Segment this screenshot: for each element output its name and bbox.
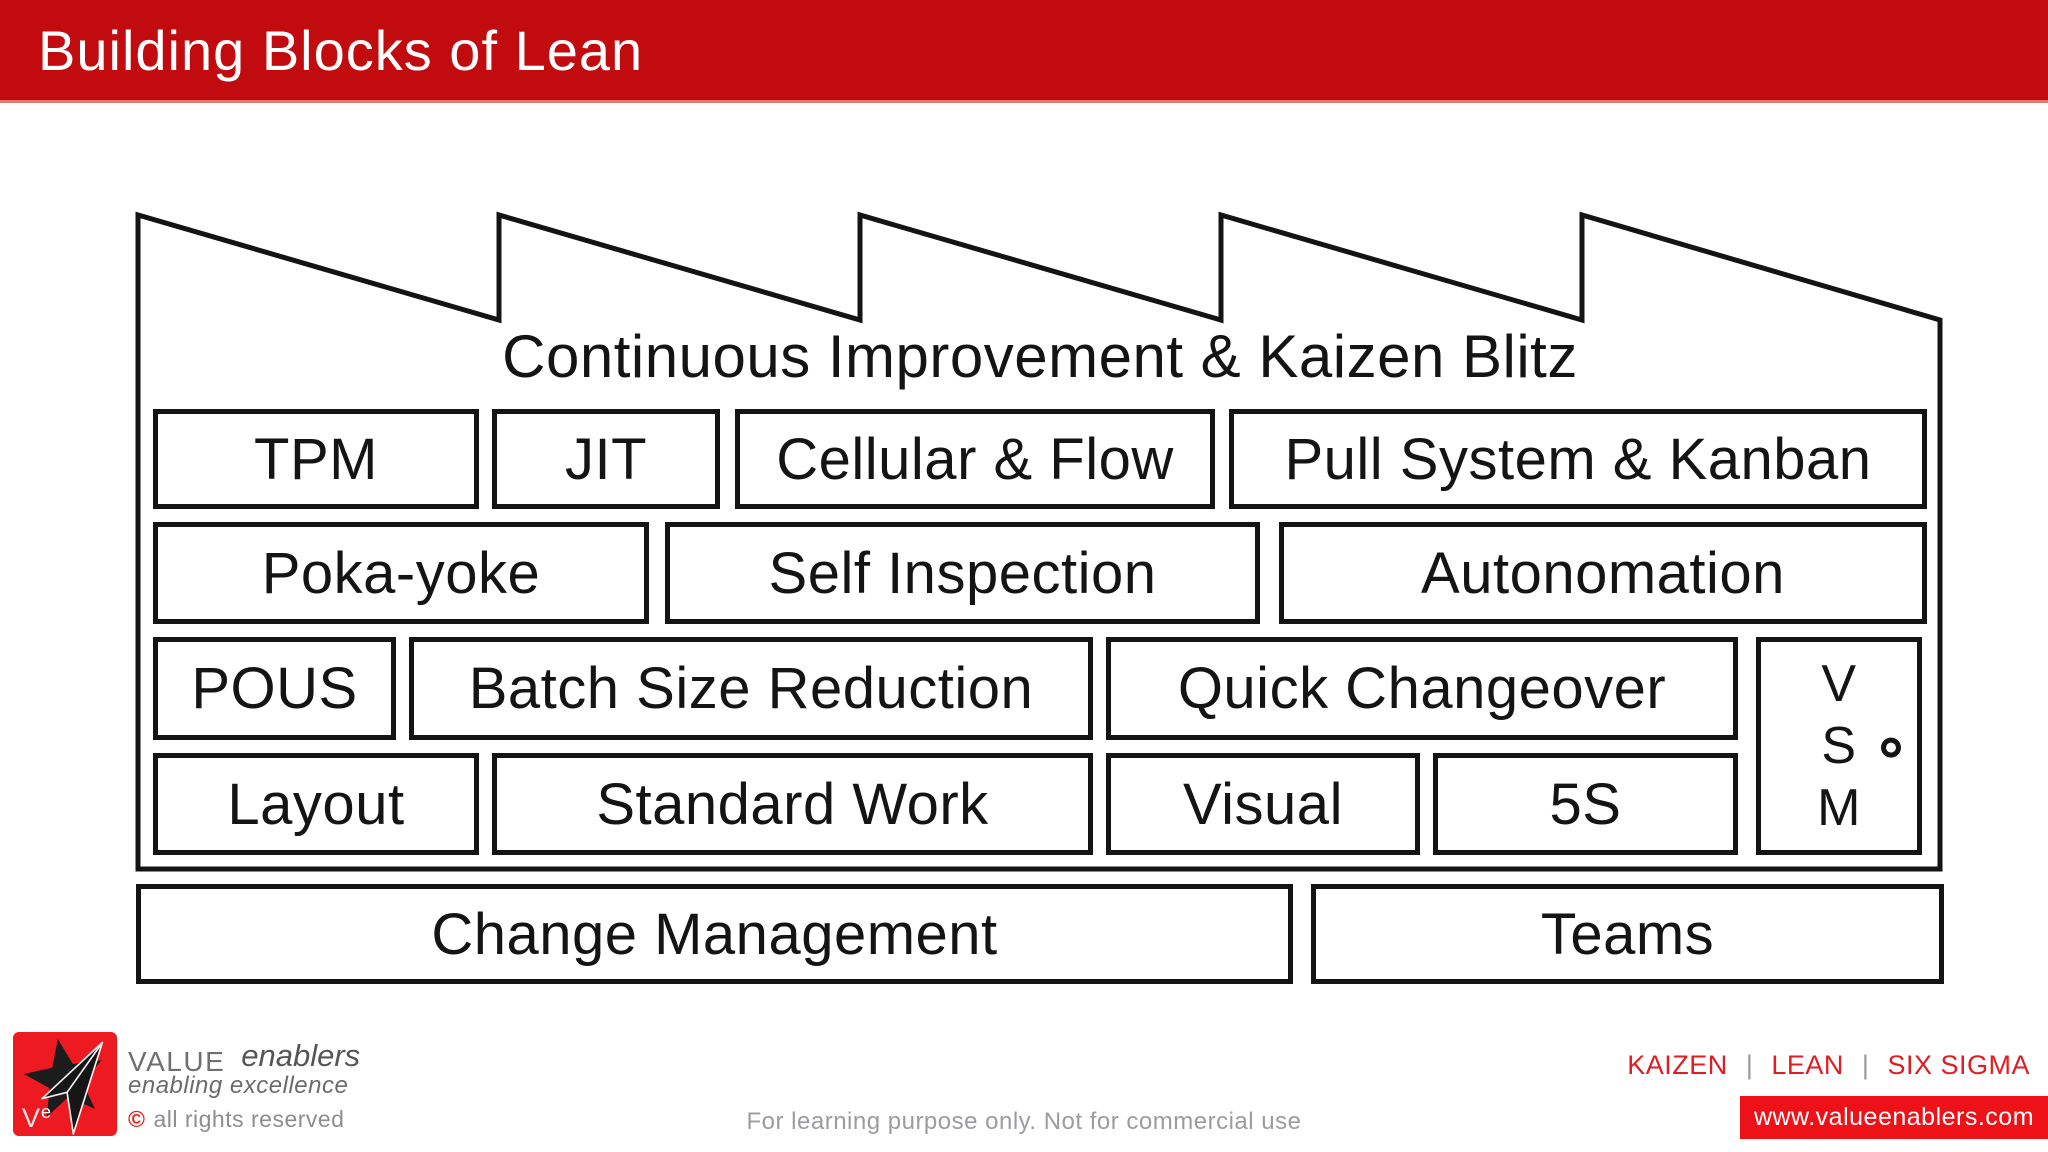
block-tpm: TPM [153, 409, 479, 509]
block-jit: JIT [492, 409, 720, 509]
service-kaizen: KAIZEN [1627, 1050, 1728, 1080]
logo-monogram: Ve [22, 1102, 52, 1134]
separator: | [1745, 1050, 1754, 1080]
brand-line: VALUE enablers [128, 1038, 360, 1078]
block-pous: POUS [153, 637, 396, 740]
degree-circle-icon [1881, 737, 1901, 758]
page-title: Building Blocks of Lean [38, 18, 644, 82]
block-cellular-flow: Cellular & Flow [735, 409, 1215, 509]
block-pull-system-kanban: Pull System & Kanban [1229, 409, 1927, 509]
block-quick-changeover: Quick Changeover [1106, 637, 1738, 740]
rights-text: all rights reserved [153, 1106, 345, 1132]
block-change-management: Change Management [136, 884, 1293, 984]
block-standard-work: Standard Work [492, 753, 1093, 855]
brand-suffix: enablers [241, 1038, 361, 1073]
value-enablers-logo: Ve [13, 1032, 117, 1136]
block-vsm: V S M [1756, 637, 1922, 855]
disclaimer-text: For learning purpose only. Not for comme… [746, 1108, 1302, 1135]
monogram-v: V [22, 1103, 41, 1133]
block-poka-yoke: Poka-yoke [153, 522, 649, 624]
services-line: KAIZEN | LEAN | SIX SIGMA [1627, 1050, 2030, 1081]
block-teams: Teams [1311, 884, 1944, 984]
roof-label: Continuous Improvement & Kaizen Blitz [502, 322, 1578, 390]
vsm-letter-v: V [1821, 655, 1857, 713]
monogram-e: e [41, 1102, 52, 1122]
block-layout: Layout [153, 753, 479, 855]
website-url: www.valueenablers.com [1753, 1103, 2035, 1131]
star-plane-icon [23, 1038, 104, 1135]
copyright-icon: © [128, 1106, 146, 1132]
vsm-letter-s: S [1821, 717, 1857, 775]
separator: | [1861, 1050, 1870, 1080]
service-lean: LEAN [1771, 1050, 1844, 1080]
block-autonomation: Autonomation [1279, 522, 1927, 624]
vsm-letter-m: M [1817, 779, 1861, 837]
brand-tagline: enabling excellence [128, 1072, 349, 1099]
block-self-inspection: Self Inspection [665, 522, 1260, 624]
block-visual: Visual [1106, 753, 1420, 855]
title-banner: Building Blocks of Lean [0, 0, 2048, 103]
block-batch-size-reduction: Batch Size Reduction [409, 637, 1093, 740]
block-5s: 5S [1433, 753, 1738, 855]
brand-name: VALUE [128, 1046, 226, 1077]
website-bar: www.valueenablers.com [1740, 1096, 2048, 1139]
rights-line: © all rights reserved [128, 1106, 344, 1133]
service-six-sigma: SIX SIGMA [1887, 1050, 2030, 1080]
